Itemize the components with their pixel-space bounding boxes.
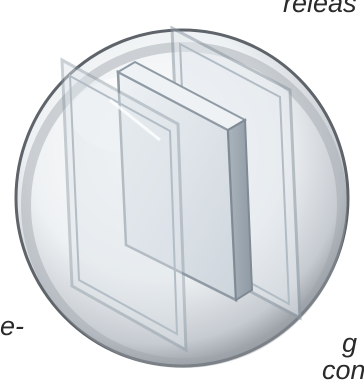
text-fragment-left: e-: [0, 313, 24, 340]
text-fragment-top-right: releas: [283, 0, 357, 17]
text-fragment-bottom-right-1: g: [342, 330, 357, 357]
text-fragment-bottom-right-2: con: [322, 357, 364, 384]
